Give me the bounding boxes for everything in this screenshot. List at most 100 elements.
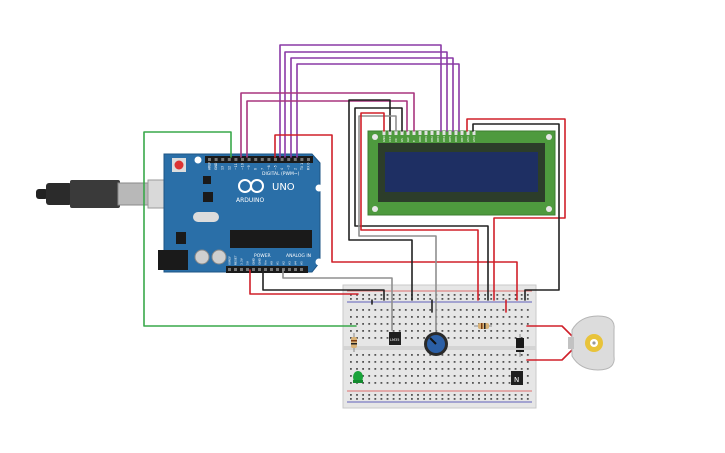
- breadboard-hole: [520, 337, 523, 339]
- breadboard-hole: [441, 368, 444, 370]
- breadboard-hole: [465, 394, 468, 396]
- breadboard-hole: [356, 361, 358, 363]
- breadboard-hole: [435, 382, 438, 384]
- usb-cable: [36, 179, 169, 209]
- breadboard-hole: [478, 375, 480, 377]
- breadboard-hole: [453, 309, 456, 311]
- breadboard-hole: [417, 323, 419, 325]
- breadboard-hole: [508, 398, 511, 400]
- breadboard-hole: [423, 298, 425, 300]
- breadboard-hole: [429, 361, 432, 363]
- breadboard-hole: [447, 323, 450, 325]
- breadboard-hole: [356, 394, 358, 396]
- lcd-pin: [460, 131, 464, 135]
- breadboard-hole: [478, 294, 480, 296]
- digital-pin: [254, 158, 258, 161]
- breadboard-hole: [368, 382, 371, 384]
- lcd-pin-label: DB5: [448, 136, 452, 142]
- lcd-pin-label: RS: [400, 138, 404, 142]
- breadboard-hole: [392, 309, 395, 311]
- breadboard-hole: [514, 330, 517, 332]
- breadboard-hole: [404, 368, 407, 370]
- lcd-pin: [406, 131, 410, 135]
- breadboard-hole: [368, 298, 371, 300]
- breadboard-hole: [429, 294, 432, 296]
- breadboard-hole: [472, 398, 474, 400]
- lcd-pin: [388, 131, 392, 135]
- breadboard-hole: [368, 330, 371, 332]
- breadboard-hole: [514, 394, 517, 396]
- breadboard-hole: [350, 294, 352, 296]
- breadboard-hole: [453, 398, 456, 400]
- lcd-screen: [385, 152, 538, 192]
- breadboard-hole: [484, 337, 486, 339]
- breadboard-hole: [423, 316, 425, 318]
- power-pin: [252, 268, 255, 271]
- breadboard-hole: [484, 330, 486, 332]
- breadboard-hole: [502, 361, 505, 363]
- breadboard-hole: [417, 361, 419, 363]
- breadboard-hole: [380, 298, 383, 300]
- breadboard-hole: [417, 330, 419, 332]
- breadboard-hole: [350, 368, 352, 370]
- breadboard-hole: [350, 354, 352, 356]
- breadboard-hole: [392, 316, 395, 318]
- breadboard-hole: [368, 354, 371, 356]
- breadboard-hole: [411, 382, 413, 384]
- breadboard-hole: [520, 323, 523, 325]
- breadboard-hole: [411, 337, 413, 339]
- breadboard-hole: [478, 309, 480, 311]
- breadboard-hole: [435, 394, 438, 396]
- breadboard-hole: [350, 375, 352, 377]
- breadboard-hole: [447, 298, 450, 300]
- breadboard-hole: [362, 368, 364, 370]
- breadboard-hole: [356, 337, 358, 339]
- breadboard-hole: [459, 309, 462, 311]
- breadboard-hole: [484, 316, 486, 318]
- arduino-brand: ARDUINO: [236, 197, 265, 204]
- digital-pin: [208, 158, 211, 161]
- breadboard-hole: [514, 354, 517, 356]
- breadboard-hole: [502, 316, 505, 318]
- power-pin-label: 3.3V: [240, 257, 244, 265]
- breadboard-hole: [502, 337, 505, 339]
- breadboard-hole: [423, 368, 425, 370]
- breadboard-hole: [459, 398, 462, 400]
- breadboard-hole: [472, 309, 474, 311]
- breadboard-hole: [484, 294, 486, 296]
- breadboard-hole: [472, 368, 474, 370]
- breadboard-hole: [502, 330, 505, 332]
- breadboard-hole: [478, 368, 480, 370]
- digital-pin-label: ~9: [247, 165, 251, 170]
- digital-pin-label: RX 0: [307, 163, 311, 170]
- wire-magenta-2: [246, 100, 408, 158]
- breadboard-hole: [453, 294, 456, 296]
- breadboard-hole: [350, 298, 352, 300]
- breadboard-hole: [392, 382, 395, 384]
- breadboard-hole: [496, 298, 499, 300]
- lcd-pin-label: LED: [472, 137, 476, 142]
- breadboard-hole: [502, 382, 505, 384]
- breadboard-hole: [465, 294, 468, 296]
- digital-pin: [247, 158, 251, 161]
- breadboard-hole: [465, 309, 468, 311]
- breadboard-hole: [459, 294, 462, 296]
- breadboard-hole: [374, 309, 377, 311]
- breadboard-hole: [374, 330, 377, 332]
- digital-pin-label: ~11: [234, 163, 238, 170]
- lcd-pin: [466, 131, 470, 135]
- breadboard-hole: [362, 337, 364, 339]
- breadboard-hole: [404, 354, 407, 356]
- breadboard-hole: [362, 354, 364, 356]
- breadboard-hole: [514, 398, 517, 400]
- breadboard-hole: [368, 337, 371, 339]
- breadboard-hole: [514, 316, 517, 318]
- breadboard-hole: [417, 354, 419, 356]
- breadboard-hole: [459, 316, 462, 318]
- breadboard-hole: [398, 368, 401, 370]
- breadboard-hole: [484, 398, 486, 400]
- wire-a0: [282, 269, 393, 331]
- breadboard-hole: [404, 316, 407, 318]
- breadboard-hole: [429, 298, 432, 300]
- breadboard-hole: [502, 394, 505, 396]
